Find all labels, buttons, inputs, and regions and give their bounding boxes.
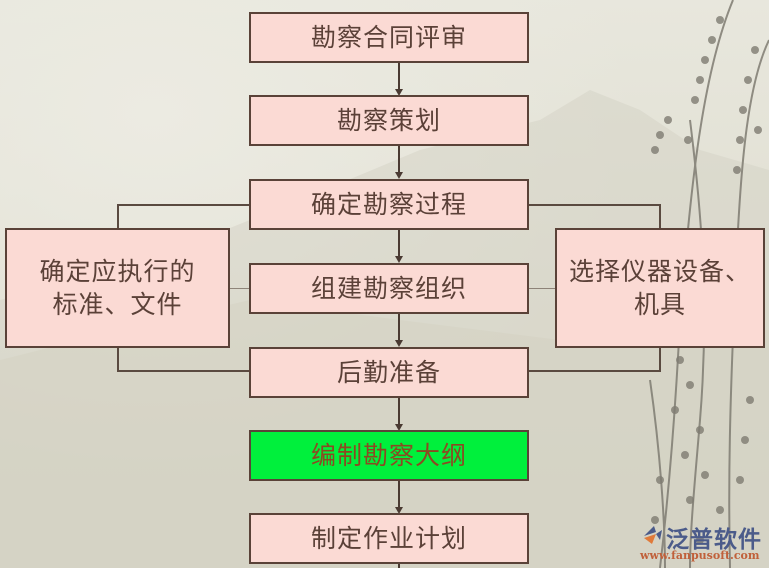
right-bracket-bottom-vertical (659, 346, 661, 372)
side-label-line1: 选择仪器设备、 (568, 257, 751, 286)
step-box-contract-review: 勘察合同评审 (249, 12, 529, 63)
arrow-head-icon (395, 172, 403, 179)
step-box-survey-planning: 勘察策划 (249, 95, 529, 146)
side-label-line2: 机具 (633, 290, 686, 319)
step-box-define-process: 确定勘察过程 (249, 179, 529, 230)
right-bracket-top (528, 204, 661, 206)
brand-name: 泛普软件 (666, 527, 762, 553)
step-label: 组建勘察组织 (310, 274, 467, 303)
left-bracket-top-vertical (117, 204, 119, 230)
step-label: 确定勘察过程 (310, 190, 467, 219)
arrow-head-icon (395, 89, 403, 96)
step-box-survey-outline-highlighted: 编制勘察大纲 (249, 430, 529, 481)
step-box-work-plan: 制定作业计划 (249, 513, 529, 564)
side-label-line1: 确定应执行的 (39, 257, 196, 286)
side-box-instruments-equipment: 选择仪器设备、 机具 (555, 228, 765, 348)
step-label: 勘察策划 (336, 106, 441, 135)
connector-1-2 (398, 62, 400, 92)
step-label: 后勤准备 (336, 358, 441, 387)
left-bracket-bottom-vertical (117, 346, 119, 372)
step-label: 制定作业计划 (310, 524, 467, 553)
arrow-head-icon (395, 424, 403, 431)
side-box-standards-documents: 确定应执行的 标准、文件 (5, 228, 230, 348)
step-box-build-organization: 组建勘察组织 (249, 263, 529, 314)
brand-url: www.fanpusoft.com (640, 549, 760, 562)
arrow-head-icon (395, 507, 403, 514)
left-bracket-bottom (117, 370, 250, 372)
arrow-head-icon (395, 340, 403, 347)
connector-6-7 (398, 480, 400, 510)
side-label-line2: 标准、文件 (52, 290, 183, 319)
connector-3-4 (398, 229, 400, 259)
connector-7-next (398, 563, 400, 568)
step-label: 编制勘察大纲 (310, 441, 467, 470)
arrow-head-icon (395, 256, 403, 263)
left-mid-connector (229, 288, 250, 289)
step-box-logistics: 后勤准备 (249, 347, 529, 398)
right-mid-connector (528, 288, 556, 289)
right-bracket-bottom (528, 370, 661, 372)
fanpusoft-watermark: 泛普软件 www.fanpusoft.com (640, 520, 765, 566)
left-bracket-top (117, 204, 250, 206)
fanpu-logo-icon (644, 526, 662, 544)
connector-4-5 (398, 313, 400, 343)
connector-2-3 (398, 145, 400, 175)
right-bracket-top-vertical (659, 204, 661, 230)
step-label: 勘察合同评审 (310, 23, 467, 52)
connector-5-6 (398, 397, 400, 427)
